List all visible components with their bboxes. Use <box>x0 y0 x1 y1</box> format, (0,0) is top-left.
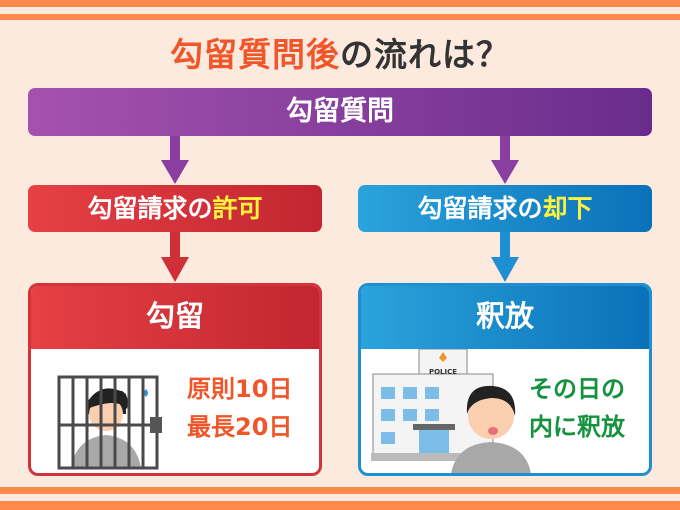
released-person-illustration: POLICE <box>371 349 531 473</box>
step-detention-hearing: 勾留質問 <box>28 88 652 136</box>
result-card-release: 釈放 POLICE その日の 内に釈放 <box>358 283 652 476</box>
star-icon <box>439 352 447 362</box>
step-detention-rejected: 勾留請求の却下 <box>358 185 652 232</box>
step-accent: 許可 <box>212 194 263 223</box>
bottom-stripe <box>0 487 680 494</box>
top-stripe <box>0 0 680 7</box>
lock-icon <box>150 417 162 433</box>
release-timing: その日の 内に釈放 <box>529 370 625 446</box>
title-highlight: 勾留質問後 <box>170 35 340 74</box>
arrow-down-icon <box>161 232 189 283</box>
release-timing-line: 内に釈放 <box>529 413 625 441</box>
title-rest: の流れは？ <box>340 35 510 74</box>
step-label: 勾留請求の <box>417 194 543 223</box>
step-detention-approved: 勾留請求の許可 <box>28 185 322 232</box>
jailed-person-illustration <box>57 375 162 470</box>
detention-period: 原則10日 最長20日 <box>187 370 292 446</box>
arrow-down-icon <box>491 136 519 185</box>
page-title: 勾留質問後の流れは？ <box>0 28 680 76</box>
top-stripe <box>0 14 680 20</box>
arrow-down-icon <box>161 136 189 185</box>
release-timing-line: その日の <box>529 375 625 403</box>
detention-period-line: 最長20日 <box>187 413 293 441</box>
step-label: 勾留請求の <box>87 194 213 223</box>
step-accent: 却下 <box>542 194 593 223</box>
arrow-down-icon <box>491 232 519 283</box>
building-sign: POLICE <box>429 368 457 376</box>
result-card-detention: 勾留 原則10日 最長20日 <box>28 283 322 476</box>
detention-period-line: 原則10日 <box>187 375 293 403</box>
bottom-stripe <box>0 501 680 510</box>
card-title: 勾留 <box>31 286 319 349</box>
card-title: 釈放 <box>361 286 649 349</box>
